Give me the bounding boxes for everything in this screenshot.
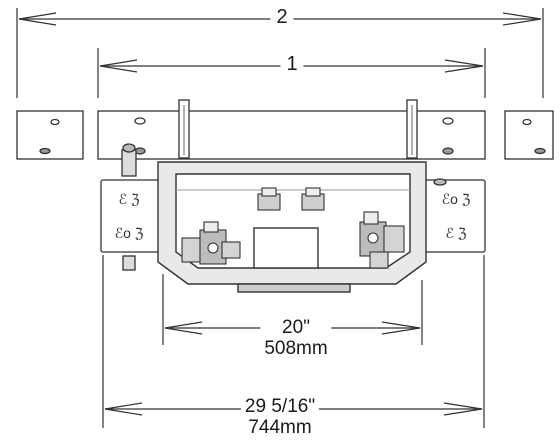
width-dimension-label: 29 5/16" 744mm bbox=[240, 396, 320, 439]
width-metric-text: 744mm bbox=[248, 416, 312, 438]
left-extension-bar bbox=[16, 110, 84, 160]
svg-text:ℰo ℨ: ℰo ℨ bbox=[442, 191, 471, 207]
inner-dimension-label: 1 bbox=[280, 53, 304, 75]
svg-text:ℰ ℨ: ℰ ℨ bbox=[446, 225, 467, 241]
left-valve-assembly bbox=[181, 221, 241, 265]
left-side-plate: ℰ ℨ ℰo ℨ bbox=[100, 143, 160, 271]
width-imperial-text: 29 5/16" bbox=[244, 396, 316, 417]
right-valve-assembly bbox=[359, 211, 405, 269]
gap-dimension-label: 20" 508mm bbox=[260, 317, 332, 360]
right-side-plate: ℰo ℨ ℰ ℨ bbox=[424, 178, 486, 253]
main-crossbar bbox=[97, 110, 486, 160]
overall-dimension-label: 2 bbox=[270, 6, 294, 28]
svg-text:ℰo ℨ: ℰo ℨ bbox=[115, 225, 144, 241]
gap-imperial-text: 20" bbox=[282, 317, 310, 338]
center-fittings bbox=[257, 187, 325, 211]
right-extension-bar bbox=[504, 110, 554, 160]
mounting-posts bbox=[178, 99, 418, 159]
svg-text:ℰ ℨ: ℰ ℨ bbox=[119, 191, 140, 207]
gap-metric-text: 508mm bbox=[264, 337, 328, 359]
